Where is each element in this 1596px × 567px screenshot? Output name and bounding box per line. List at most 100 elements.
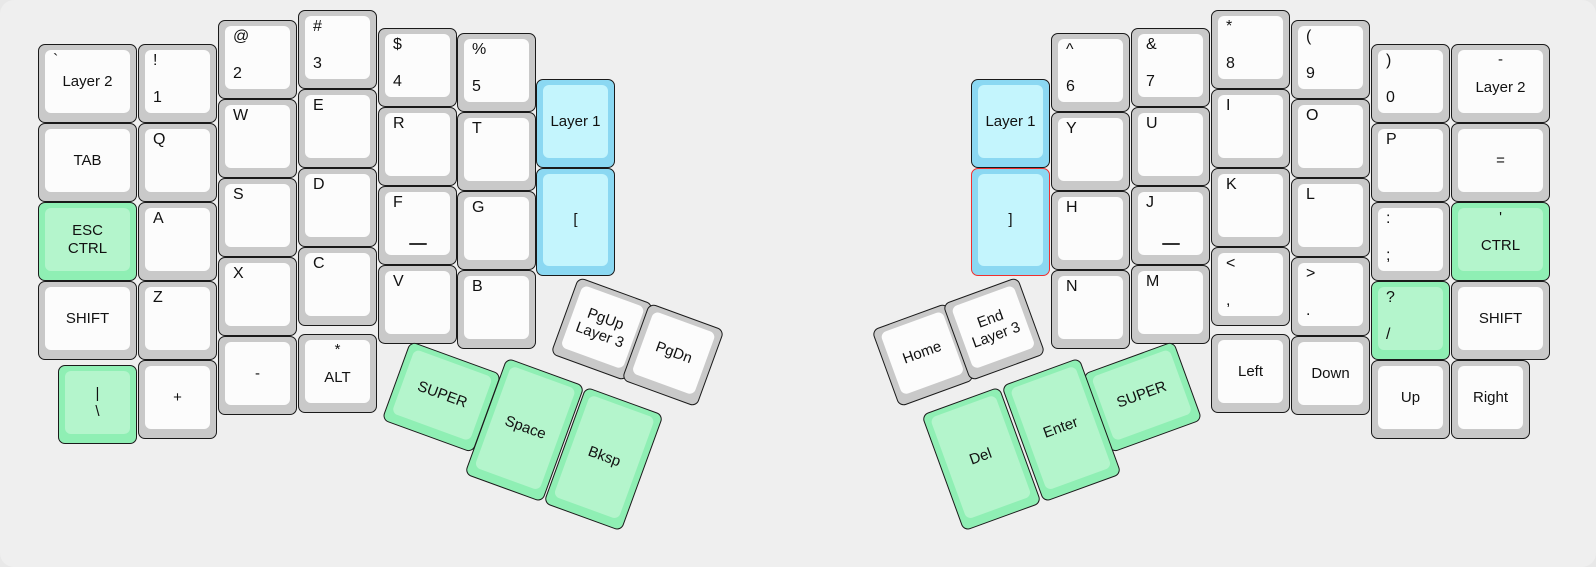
legend-line: -: [255, 364, 260, 382]
key-r-c4-r3[interactable]: K: [1211, 168, 1290, 247]
legend-line: Left: [1237, 362, 1264, 380]
legend-main-r-c1-r2: ]: [1008, 211, 1012, 228]
key-l-c4-r1[interactable]: #3: [298, 10, 377, 89]
legend-top-l-c2-r1: !: [153, 52, 158, 69]
key-l-c5-r2[interactable]: R: [378, 107, 457, 186]
keycap-r-c5-r4: >.: [1298, 263, 1363, 326]
legend-bottom-r-c6-r4: /: [1386, 326, 1391, 343]
key-l-c4-r2[interactable]: E: [298, 89, 377, 168]
key-r-c7-r4[interactable]: SHIFT: [1451, 281, 1550, 360]
key-r-c7-r3[interactable]: ' CTRL: [1451, 202, 1550, 281]
key-l-c2-r4[interactable]: Z: [138, 281, 217, 360]
keycap-r-c6-r4: ?/: [1378, 287, 1443, 350]
key-r-c6-r3[interactable]: :;: [1371, 202, 1450, 281]
legend-bottom-r-c4-r1: 8: [1226, 55, 1235, 72]
key-l-c3-r3[interactable]: S: [218, 178, 297, 257]
key-l-c7-r2[interactable]: [: [536, 168, 615, 276]
legend-top-l-c4-r3: D: [313, 176, 325, 193]
keycap-r-c6-r2: P: [1378, 129, 1443, 192]
key-l-c4-r4[interactable]: C: [298, 247, 377, 326]
key-l-c2-r5[interactable]: +: [138, 360, 217, 439]
legend-main-l-t-pgdn: PgDn: [653, 339, 694, 368]
legend-line: +: [173, 388, 182, 406]
key-l-c5-r3[interactable]: F: [378, 186, 457, 265]
keycap-l-c3-r4: X: [225, 263, 290, 326]
legend-line: =: [1496, 151, 1505, 169]
key-r-c3-r1[interactable]: &7: [1131, 28, 1210, 107]
key-l-c5-r4[interactable]: V: [378, 265, 457, 344]
key-l-c3-r2[interactable]: W: [218, 99, 297, 178]
keycap-l-c5-r4: V: [385, 271, 450, 334]
key-r-c4-r2[interactable]: I: [1211, 89, 1290, 168]
key-l-c1-r1[interactable]: `Layer 2: [38, 44, 137, 123]
key-l-c2-r1[interactable]: !1: [138, 44, 217, 123]
key-r-c5-r3[interactable]: L: [1291, 178, 1370, 257]
key-r-c1-r1[interactable]: Layer 1: [971, 79, 1050, 168]
keycap-l-c5-r1: $4: [385, 34, 450, 97]
legend-main-r-c7-r2: =: [1496, 152, 1505, 169]
key-l-c1-r2[interactable]: TAB: [38, 123, 137, 202]
legend-main-l-t-space: Space: [502, 413, 548, 444]
key-l-c1-r4[interactable]: SHIFT: [38, 281, 137, 360]
key-r-c5-r2[interactable]: O: [1291, 99, 1370, 178]
keycap-r-c6-r5: Up: [1378, 366, 1443, 429]
key-l-c6-r3[interactable]: G: [457, 191, 536, 270]
key-r-c5-r4[interactable]: >.: [1291, 257, 1370, 336]
key-r-c7-r1[interactable]: -Layer 2: [1451, 44, 1550, 123]
key-r-c2-r2[interactable]: Y: [1051, 112, 1130, 191]
keycap-l-c4-r2: E: [305, 95, 370, 158]
key-r-c7-r2[interactable]: =: [1451, 123, 1550, 202]
legend-bottom-l-c6-r1: 5: [472, 78, 481, 95]
key-r-c7-r5[interactable]: Right: [1451, 360, 1530, 439]
keycap-r-c3-r3: J: [1138, 192, 1203, 255]
key-l-c6-r4[interactable]: B: [457, 270, 536, 349]
key-r-c3-r4[interactable]: M: [1131, 265, 1210, 344]
key-r-c6-r5[interactable]: Up: [1371, 360, 1450, 439]
key-r-c5-r5[interactable]: Down: [1291, 336, 1370, 415]
key-l-c6-r2[interactable]: T: [457, 112, 536, 191]
key-r-c5-r1[interactable]: (9: [1291, 20, 1370, 99]
legend-main-l-c1-r2: TAB: [73, 152, 101, 169]
key-r-c2-r3[interactable]: H: [1051, 191, 1130, 270]
key-r-c2-r1[interactable]: ^6: [1051, 33, 1130, 112]
legend-main-l-c4-r5: ALT: [324, 369, 350, 386]
key-r-c6-r4[interactable]: ?/: [1371, 281, 1450, 360]
key-l-c4-r3[interactable]: D: [298, 168, 377, 247]
legend-top-l-c5-r3: F: [393, 194, 403, 211]
key-l-c4-r5[interactable]: *ALT: [298, 334, 377, 413]
legend-top-r-c2-r2: Y: [1066, 120, 1077, 137]
key-l-c7-r1[interactable]: Layer 1: [536, 79, 615, 168]
keycap-r-t-super: SUPER: [1091, 348, 1193, 442]
legend-bottom-r-c5-r4: .: [1306, 302, 1311, 319]
key-r-c6-r2[interactable]: P: [1371, 123, 1450, 202]
keycap-l-c7-r2: [: [543, 174, 608, 266]
key-r-c6-r1[interactable]: )0: [1371, 44, 1450, 123]
keycap-l-t-pgdn: PgDn: [631, 310, 716, 396]
key-r-c3-r3[interactable]: J: [1131, 186, 1210, 265]
key-l-c3-r5[interactable]: -: [218, 336, 297, 415]
key-r-c2-r4[interactable]: N: [1051, 270, 1130, 349]
legend-upper-r-c7-r3: ': [1499, 209, 1502, 226]
key-r-c4-r1[interactable]: *8: [1211, 10, 1290, 89]
legend-main-r-c7-r3: CTRL: [1481, 237, 1520, 254]
key-l-c3-r4[interactable]: X: [218, 257, 297, 336]
keycap-l-c6-r4: B: [464, 276, 529, 339]
key-r-c3-r2[interactable]: U: [1131, 107, 1210, 186]
key-l-c6-r1[interactable]: %5: [457, 33, 536, 112]
keycap-r-c3-r1: &7: [1138, 34, 1203, 97]
key-l-c5-r1[interactable]: $4: [378, 28, 457, 107]
key-l-c3-r1[interactable]: @2: [218, 20, 297, 99]
keycap-r-c2-r2: Y: [1058, 118, 1123, 181]
legend-bottom-l-c4-r1: 3: [313, 55, 322, 72]
key-l-c2-r3[interactable]: A: [138, 202, 217, 281]
key-l-c1-r5[interactable]: |\: [58, 365, 137, 444]
legend-bottom-r-c2-r1: 6: [1066, 78, 1075, 95]
keycap-r-c6-r3: :;: [1378, 208, 1443, 271]
key-r-c4-r5[interactable]: Left: [1211, 334, 1290, 413]
legend-top-l-c2-r2: Q: [153, 131, 166, 148]
legend-top-l-c6-r1: %: [472, 41, 487, 58]
key-r-c4-r4[interactable]: <,: [1211, 247, 1290, 326]
key-r-c1-r2[interactable]: ]: [971, 168, 1050, 276]
key-l-c2-r2[interactable]: Q: [138, 123, 217, 202]
